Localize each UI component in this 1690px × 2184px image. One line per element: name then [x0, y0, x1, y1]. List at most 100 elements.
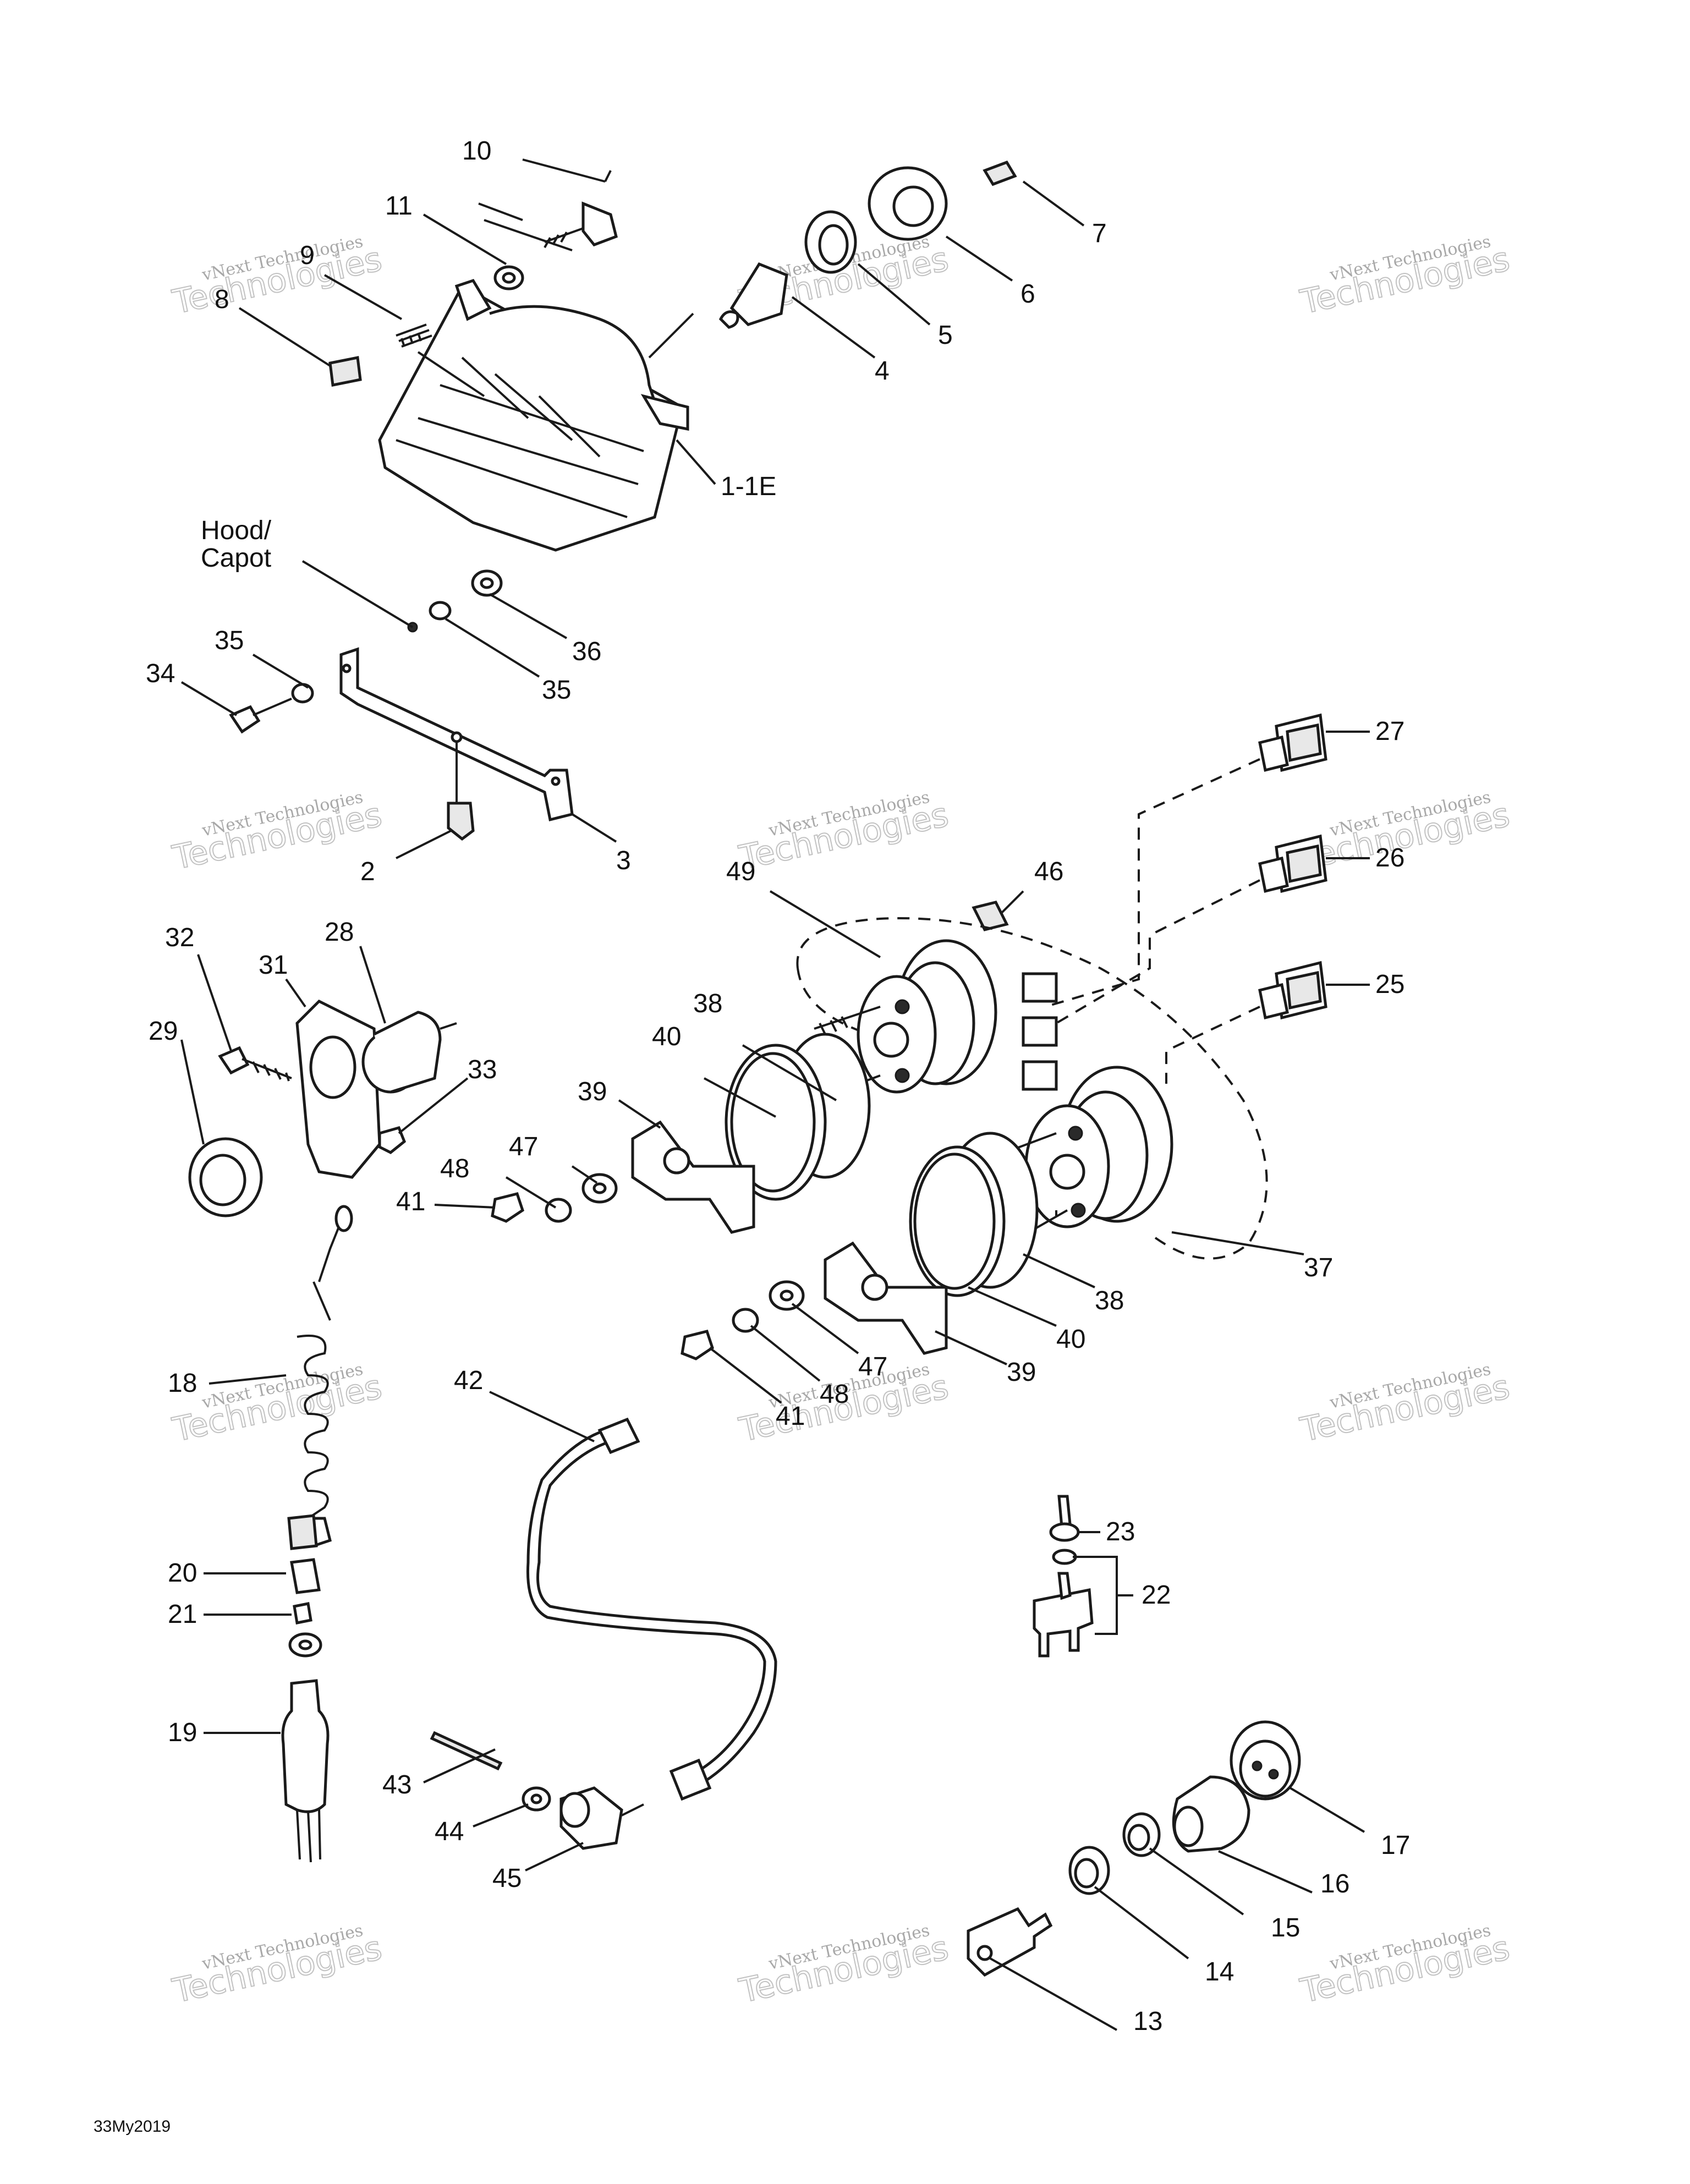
callout-45: 45	[492, 1864, 522, 1893]
clip-nut	[447, 802, 475, 841]
callout-34: 34	[146, 659, 175, 688]
footer-code: 33My2019	[94, 2117, 171, 2136]
indicator-light	[1258, 834, 1327, 893]
bulb	[729, 262, 788, 326]
callout-16: 16	[1320, 1869, 1349, 1898]
callouts-tether: 18 20 21 19	[168, 1369, 197, 1747]
callouts-indicators: 27 26 25 46 49	[726, 717, 1404, 999]
callout-39: 39	[578, 1077, 607, 1106]
leader-lines	[204, 1374, 292, 1734]
callout-39: 39	[1007, 1358, 1036, 1387]
callout-10: 10	[462, 136, 491, 166]
nut	[491, 1192, 524, 1223]
callout-13: 13	[1133, 2007, 1162, 2036]
toggle-switch	[1033, 1588, 1094, 1658]
tether-cord-assembly	[281, 1205, 353, 1863]
bulb	[972, 901, 1009, 931]
leader-lines	[423, 1391, 595, 1872]
callout-42: 42	[454, 1366, 483, 1395]
callout-41: 41	[776, 1402, 805, 1431]
gauge-bracket	[631, 1120, 755, 1234]
callout-1-1e: 1-1E	[721, 472, 776, 501]
cable-fitting	[597, 1417, 640, 1455]
callout-43: 43	[382, 1770, 411, 1799]
nut	[378, 1126, 407, 1154]
callout-27: 27	[1375, 717, 1404, 746]
leader-lines	[238, 158, 1085, 485]
callout-35: 35	[542, 676, 571, 705]
leader-lines	[180, 946, 1304, 1404]
tether-cap	[287, 1514, 318, 1550]
toggle-nut	[1049, 1522, 1080, 1542]
callout-4: 4	[875, 356, 890, 386]
callout-7: 7	[1092, 219, 1107, 248]
headlamp-mount-tab	[454, 278, 492, 321]
callout-41: 41	[396, 1187, 425, 1216]
washer	[291, 683, 314, 704]
leader-lines	[990, 1787, 1365, 2031]
washer	[429, 601, 452, 621]
callouts-bracket: Hood/ Capot 36 35 35 34 3 2	[146, 516, 631, 886]
gauge-dashed-outline	[796, 917, 1268, 1260]
callout-40: 40	[652, 1022, 681, 1051]
callout-49: 49	[726, 857, 755, 886]
nut	[681, 1330, 714, 1360]
callout-21: 21	[168, 1600, 197, 1629]
callout-11: 11	[385, 191, 413, 221]
callouts-toggle: 23 22	[1106, 1517, 1171, 1610]
callout-44: 44	[435, 1817, 464, 1846]
headlamp-mount-tab	[640, 394, 689, 431]
callout-9: 9	[300, 241, 315, 270]
connector	[983, 160, 1017, 186]
callout-25: 25	[1375, 970, 1404, 999]
callout-48: 48	[820, 1380, 849, 1409]
ignition-key	[967, 1907, 1053, 1977]
speedometer-cable	[526, 1428, 777, 1790]
callout-17: 17	[1381, 1831, 1410, 1860]
callouts-top: 10 11 9 8 7 6 5 4 1-1E	[215, 136, 1107, 501]
lock-washer	[545, 1198, 572, 1223]
callout-22: 22	[1142, 1581, 1171, 1610]
callout-46: 46	[1034, 857, 1063, 886]
callouts-middle: 32 31 28 29 33 38 40 39 47 48 41 37 38 4…	[149, 918, 1333, 1431]
callout-3: 3	[616, 846, 631, 875]
toggle-lever	[1057, 1495, 1072, 1529]
clip	[328, 356, 362, 387]
callout-36: 36	[572, 637, 601, 666]
nut	[293, 1602, 312, 1625]
callout-19: 19	[168, 1718, 197, 1747]
callout-37: 37	[1304, 1253, 1333, 1282]
bolt	[218, 1046, 250, 1075]
cable-fitting	[669, 1758, 712, 1801]
headlamp-assembly	[328, 160, 1017, 552]
callouts-ignition: 17 16 15 14 13	[1133, 1831, 1410, 2036]
callout-5: 5	[938, 321, 953, 350]
toggle-switch-assembly	[1033, 1495, 1094, 1658]
ignition-switch-assembly	[967, 1720, 1301, 1977]
gauges	[491, 917, 1268, 1360]
callout-26: 26	[1375, 843, 1404, 872]
switch-bracket-assembly	[188, 999, 457, 1217]
callout-8: 8	[215, 285, 229, 314]
callout-35: 35	[215, 626, 244, 655]
leader-lines	[1073, 1531, 1133, 1635]
callout-48: 48	[440, 1154, 469, 1183]
callout-38: 38	[693, 989, 722, 1018]
capot-label: Capot	[201, 544, 271, 573]
indicator-light	[1258, 713, 1327, 772]
callout-29: 29	[149, 1017, 178, 1046]
lock-washer	[1052, 1549, 1077, 1565]
callout-32: 32	[165, 923, 194, 952]
callout-2: 2	[360, 857, 375, 886]
callout-23: 23	[1106, 1517, 1135, 1546]
callouts-cable: 42 43 44 45	[382, 1366, 522, 1893]
gauge-bracket	[824, 1241, 948, 1355]
screw	[229, 705, 261, 734]
tether-switch	[281, 1679, 330, 1813]
callout-14: 14	[1205, 1957, 1234, 1987]
indicator-lights	[972, 713, 1370, 1091]
callout-47: 47	[509, 1132, 538, 1161]
tether-coil	[297, 1221, 342, 1519]
hood-label: Hood/	[201, 516, 272, 545]
